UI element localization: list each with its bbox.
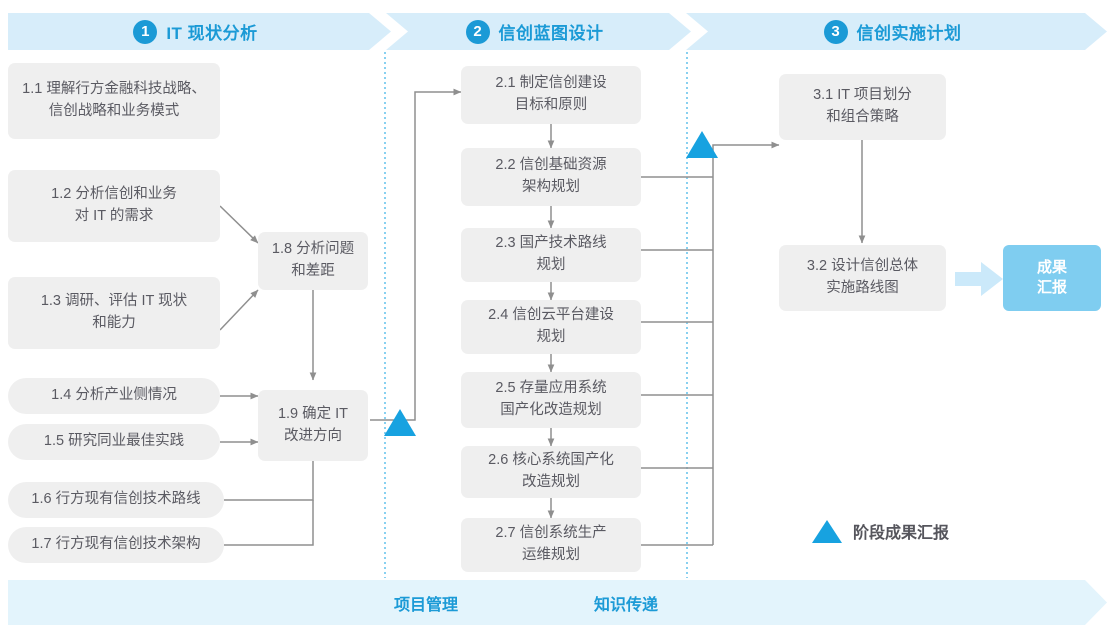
node-2-3[interactable]: 2.3 国产技术路线 规划: [461, 228, 641, 282]
node-1-4[interactable]: 1.4 分析产业侧情况: [8, 378, 220, 414]
footer-label-knowledge-transfer: 知识传递: [594, 596, 659, 614]
node-2-1[interactable]: 2.1 制定信创建设 目标和原则: [461, 66, 641, 124]
phase-number-2: 2: [465, 19, 490, 44]
legend: 阶段成果汇报: [812, 519, 949, 543]
phase-label-3: 信创实施计划: [856, 24, 962, 43]
node-2-4[interactable]: 2.4 信创云平台建设 规划: [461, 300, 641, 354]
node-2-7[interactable]: 2.7 信创系统生产 运维规划: [461, 518, 641, 572]
node-2-5[interactable]: 2.5 存量应用系统 国产化改造规划: [461, 372, 641, 428]
phase-label-2: 信创蓝图设计: [498, 24, 604, 43]
phase-number-1: 1: [133, 19, 158, 44]
triangle-marker-icon: [812, 519, 842, 543]
phase-number-3: 3: [823, 19, 848, 44]
footer-label-project-management: 项目管理: [394, 596, 459, 614]
milestone-triangle-phase2: [686, 131, 718, 158]
node-1-3[interactable]: 1.3 调研、评估 IT 现状 和能力: [8, 277, 220, 349]
milestone-triangle-phase1: [384, 409, 416, 436]
node-2-2[interactable]: 2.2 信创基础资源 架构规划: [461, 148, 641, 206]
phase-segment-2[interactable]: 2 信创蓝图设计: [386, 13, 691, 50]
node-1-1[interactable]: 1.1 理解行方金融科技战略、 信创战略和业务模式: [8, 63, 220, 139]
node-1-5[interactable]: 1.5 研究同业最佳实践: [8, 424, 220, 460]
phase-segment-1[interactable]: 1 IT 现状分析: [8, 13, 391, 50]
node-1-9[interactable]: 1.9 确定 IT 改进方向: [258, 390, 368, 461]
node-1-7[interactable]: 1.7 行方现有信创技术架构: [8, 527, 224, 563]
node-1-8[interactable]: 1.8 分析问题 和差距: [258, 232, 368, 290]
footer-bar: [8, 580, 1107, 625]
node-2-6[interactable]: 2.6 核心系统国产化 改造规划: [461, 446, 641, 498]
node-1-6[interactable]: 1.6 行方现有信创技术路线: [8, 482, 224, 518]
legend-label: 阶段成果汇报: [853, 525, 950, 542]
phase-header-bar: 1 IT 现状分析 2 信创蓝图设计 3 信创实施计划: [8, 13, 1107, 50]
node-3-2[interactable]: 3.2 设计信创总体 实施路线图: [779, 245, 946, 311]
phase-label-1: IT 现状分析: [166, 24, 258, 43]
node-3-1[interactable]: 3.1 IT 项目划分 和组合策略: [779, 74, 946, 140]
node-result-report[interactable]: 成果 汇报: [1003, 245, 1101, 311]
phase-segment-3[interactable]: 3 信创实施计划: [686, 13, 1107, 50]
result-arrow-icon: [955, 262, 1003, 296]
node-1-2[interactable]: 1.2 分析信创和业务 对 IT 的需求: [8, 170, 220, 242]
